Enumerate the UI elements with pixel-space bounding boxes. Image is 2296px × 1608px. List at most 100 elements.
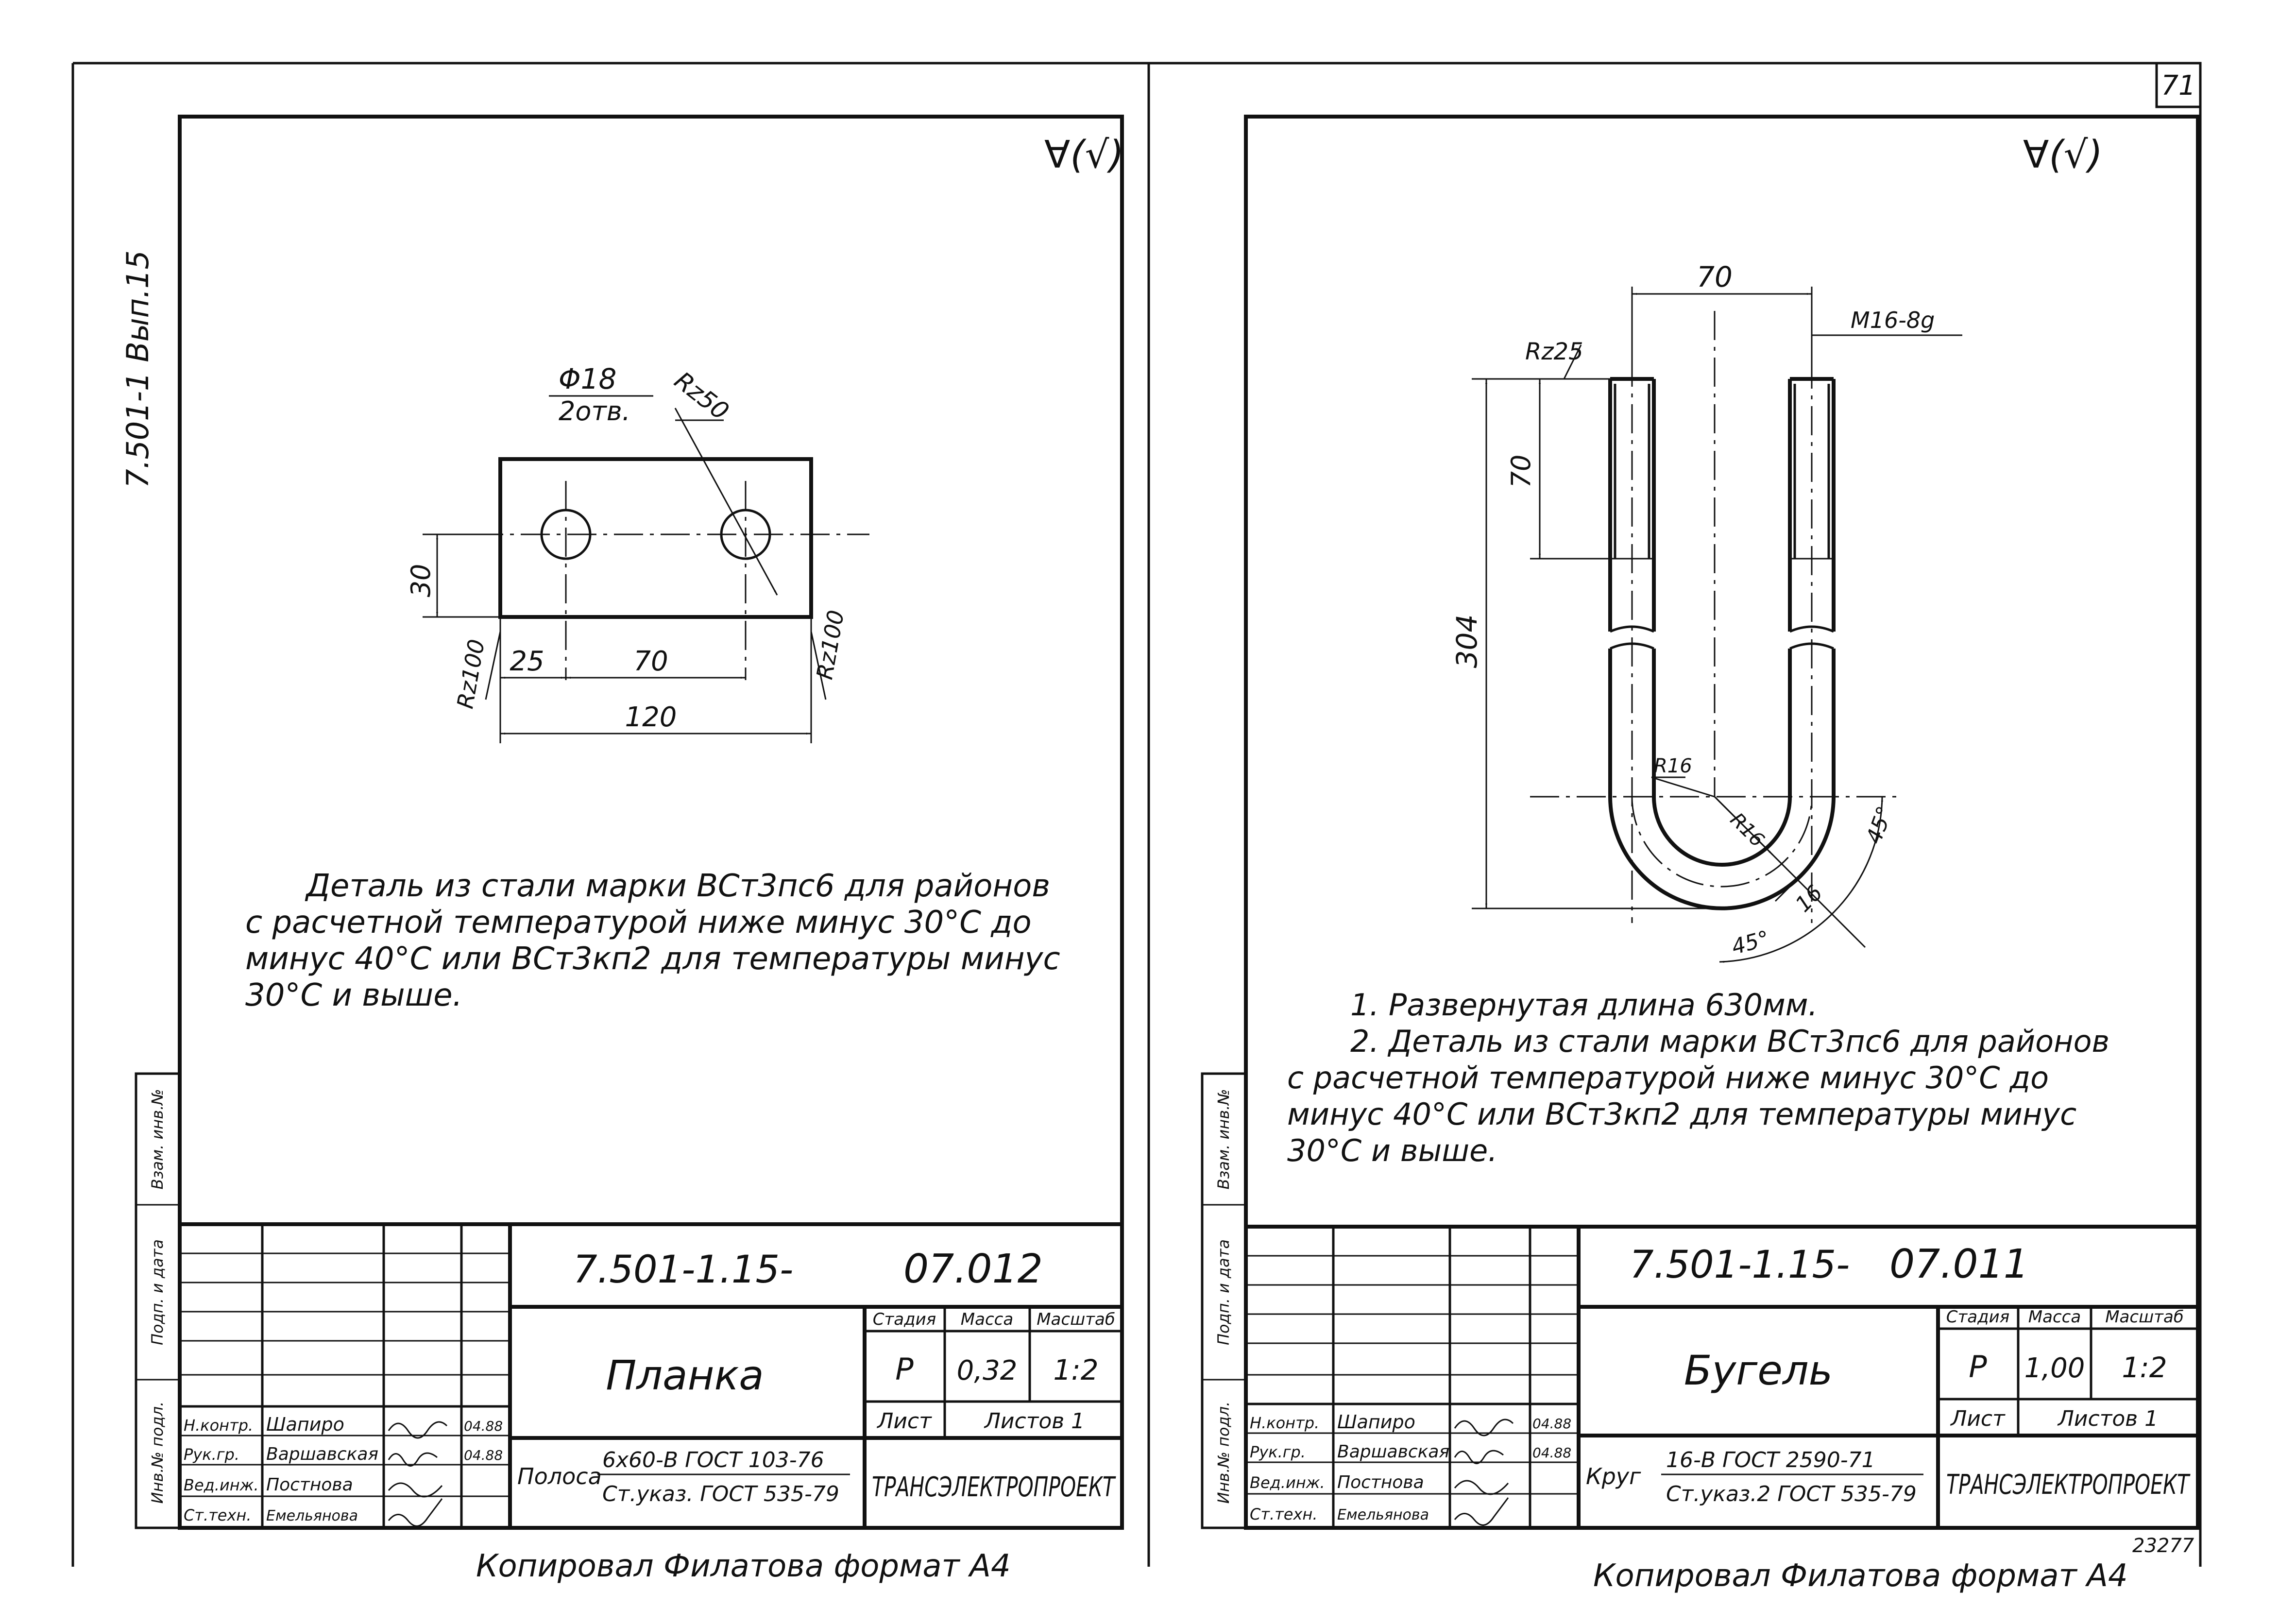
right-sheet: ∀(√) [1201, 115, 2200, 1530]
right-signatures-icon [1454, 1419, 1514, 1526]
left-scale-label: Масштаб [1037, 1310, 1115, 1329]
ubolt-bend-radius-1: R16 [1654, 755, 1692, 777]
copy-note-left: Копировал Филатова формат А4 [476, 1548, 1011, 1584]
left-role-2: Рук.гр. [184, 1445, 239, 1464]
plate-drawing [423, 395, 869, 743]
plate-rz-right: Rz100 [811, 608, 849, 682]
plate-spacing-dim: 70 [633, 646, 668, 677]
left-stamp-sign: Подп. и дата [148, 1239, 167, 1345]
plate-left-offset-dim: 25 [510, 646, 544, 677]
left-stamp-inv: Инв.№ подл. [148, 1402, 167, 1504]
left-roughness: ∀(√) [1044, 133, 1124, 177]
left-note-line-4: 30°С и выше. [245, 977, 462, 1013]
right-material-prefix: Круг [1586, 1463, 1641, 1489]
right-title-block [1246, 1225, 2198, 1528]
left-sheet: ∀(√) Φ18 2отв. [135, 115, 1124, 1530]
right-material-top: 16-В ГОСТ 2590-71 [1666, 1448, 1875, 1472]
ubolt-height: 304 [1450, 615, 1483, 668]
right-role-2: Рук.гр. [1250, 1443, 1306, 1461]
right-role-name-3: Постнова [1337, 1472, 1424, 1492]
right-role-name-1: Шапиро [1337, 1411, 1415, 1433]
right-signature-rows: Н.контр. Шапиро 04.88 Рук.гр. Варшавская… [1250, 1411, 1571, 1523]
left-note-line-3: минус 40°С или ВСт3кп2 для температуры м… [245, 941, 1060, 977]
left-part-name: Планка [606, 1351, 764, 1399]
outer-frame [71, 62, 2202, 1567]
right-note-line-5: 30°С и выше. [1287, 1133, 1497, 1168]
right-roughness: ∀(√) [2023, 133, 2103, 177]
left-mass: 0,32 [957, 1355, 1018, 1386]
page-number: 71 [2161, 70, 2195, 102]
right-note-line-1: 1. Развернутая длина 630мм. [1350, 987, 1818, 1023]
left-role-name-2: Варшавская [266, 1444, 378, 1464]
right-doc-suffix: 07.011 [1889, 1241, 2029, 1287]
left-role-name-3: Постнова [266, 1475, 353, 1495]
plate-length-dim: 120 [625, 701, 677, 733]
right-stamp-inv: Инв.№ подл. [1214, 1402, 1233, 1504]
right-note-line-4: минус 40°С или ВСт3кп2 для температуры м… [1287, 1096, 2076, 1132]
left-role-name-1: Шапиро [266, 1414, 344, 1435]
left-margin-stamp [135, 1072, 181, 1529]
right-stamp-sign: Подп. и дата [1214, 1239, 1233, 1345]
plate-hole-count: 2отв. [559, 396, 630, 427]
left-note-line-2: с расчетной температурой ниже минус 30°С… [245, 905, 1032, 941]
plate-hole-dia: Φ18 [559, 362, 616, 395]
left-sheets-label: Листов 1 [984, 1409, 1085, 1434]
left-stamp-replace: Взам. инв.№ [148, 1089, 167, 1189]
right-org: ТРАНСЭЛЕКТРОПРОЕКТ [1946, 1469, 2191, 1501]
left-material-top: 6х60-В ГОСТ 103-76 [602, 1448, 824, 1472]
ubolt-diameter: 16 [1791, 880, 1828, 917]
left-signatures-icon [388, 1421, 448, 1527]
right-scale-label: Масштаб [2105, 1307, 2184, 1327]
plate-width-dim: 30 [406, 564, 436, 598]
left-scale: 1:2 [1053, 1353, 1098, 1386]
right-role-4: Ст.техн. [1250, 1505, 1318, 1523]
right-doc-number: 7.501-1.15- [1630, 1243, 1850, 1287]
left-role-3: Вед.инж. [184, 1476, 259, 1494]
right-sheets-label: Листов 1 [2057, 1406, 2158, 1431]
right-role-name-4: Емельянова [1337, 1506, 1429, 1523]
right-role-1: Н.контр. [1250, 1414, 1319, 1432]
left-role-date-2: 04.88 [464, 1447, 503, 1463]
ubolt-thread: M16-8g [1851, 307, 1935, 333]
side-label: 7.501-1 Вып.15 [120, 250, 155, 488]
left-doc-number: 7.501-1.15- [573, 1248, 793, 1292]
left-org: ТРАНСЭЛЕКТРОПРОЕКТ [872, 1471, 1116, 1503]
left-role-date-1: 04.88 [464, 1418, 503, 1434]
left-material-bottom: Ст.указ. ГОСТ 535-79 [602, 1482, 839, 1506]
left-material-prefix: Полоса [517, 1463, 602, 1489]
left-role-4: Ст.техн. [184, 1506, 252, 1524]
right-note-line-2: 2. Деталь из стали марки ВСт3пс6 для рай… [1350, 1024, 2109, 1059]
left-sheet-label: Лист [876, 1409, 932, 1434]
inventory-number: 23277 [2132, 1535, 2194, 1557]
left-role-name-4: Емельянова [266, 1507, 358, 1524]
plate-rz-left: Rz100 [452, 637, 490, 711]
right-mass-label: Масса [2028, 1307, 2081, 1327]
right-role-date-1: 04.88 [1532, 1416, 1571, 1432]
left-title-block [180, 1222, 1122, 1528]
right-role-3: Вед.инж. [1250, 1473, 1325, 1492]
right-material-bottom: Ст.указ.2 ГОСТ 535-79 [1666, 1482, 1917, 1506]
left-doc-suffix: 07.012 [903, 1246, 1043, 1292]
plate-rz-top: Rz50 [669, 366, 734, 426]
right-stamp-replace: Взам. инв.№ [1214, 1089, 1233, 1189]
left-note-line-1: Деталь из стали марки ВСт3пс6 для районо… [305, 868, 1050, 904]
left-role-1: Н.контр. [184, 1416, 253, 1435]
right-sheet-label: Лист [1950, 1406, 2006, 1431]
ubolt-drawing [1472, 287, 1962, 963]
left-mass-label: Масса [961, 1310, 1013, 1329]
right-note-line-3: с расчетной температурой ниже минус 30°С… [1287, 1060, 2049, 1095]
right-role-name-2: Варшавская [1337, 1442, 1449, 1462]
right-part-name: Бугель [1684, 1347, 1833, 1394]
right-margin-stamp [1201, 1072, 1247, 1529]
right-role-date-2: 04.88 [1532, 1445, 1571, 1461]
left-stage-label: Стадия [873, 1310, 936, 1329]
left-signature-rows: Н.контр. Шапиро 04.88 Рук.гр. Варшавская… [184, 1414, 503, 1524]
ubolt-thread-length: 70 [1506, 455, 1536, 488]
right-mass: 1,00 [2024, 1352, 2085, 1384]
right-scale: 1:2 [2122, 1351, 2167, 1384]
right-stage-label: Стадия [1946, 1307, 2009, 1327]
ubolt-rz: Rz25 [1525, 338, 1583, 365]
left-stage: Р [895, 1351, 914, 1387]
ubolt-angle-1: 45° [1861, 803, 1898, 847]
